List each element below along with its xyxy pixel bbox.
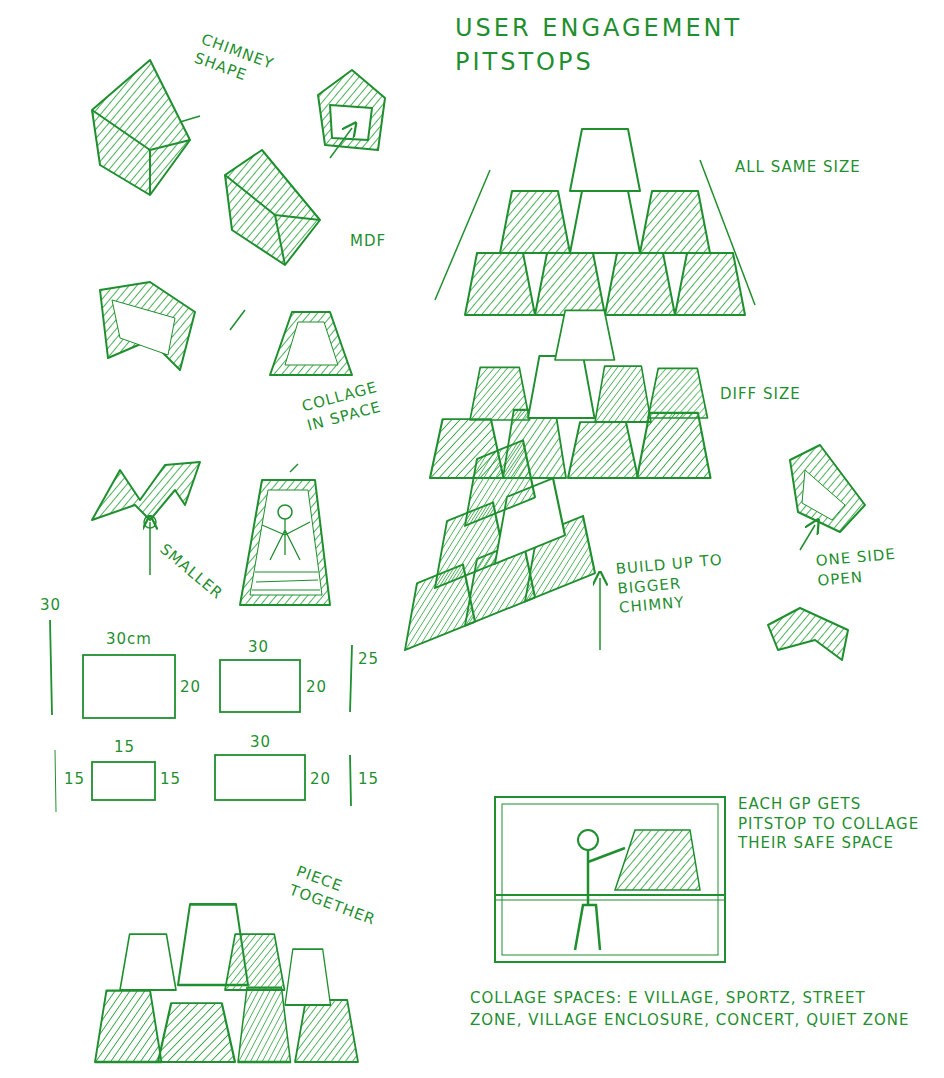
annotation-label: 15 (358, 770, 388, 790)
chimney-sketches (92, 60, 385, 605)
annotation-label: DIFF SIZE (720, 385, 840, 405)
annotation-label: PIECE TOGETHER (287, 862, 394, 933)
build-up-chimney (405, 411, 600, 650)
annotation-label: COLLAGE IN SPACE (300, 376, 392, 436)
annotation-label: MDF (350, 232, 410, 252)
pyramid-same-size (435, 129, 755, 315)
annotation-label: 20 (180, 678, 210, 698)
annotation-label: ONE SIDE OPEN (815, 544, 913, 591)
pyramid-diff-size (430, 310, 711, 478)
dimension-rectangles (50, 620, 352, 812)
annotation-label: 20 (310, 770, 340, 790)
annotation-label: SMALLER (155, 540, 236, 613)
annotation-label: BUILD UP TO BIGGER CHIMNY (615, 550, 730, 618)
annotation-label: 15 (160, 770, 190, 790)
annotation-label: ALL SAME SIZE (735, 158, 895, 178)
piece-together (95, 904, 358, 1062)
annotation-label: EACH GP GETS PITSTOP TO COLLAGE THEIR SA… (738, 795, 933, 854)
annotation-label: 30cm (106, 630, 166, 650)
sketch-title: USER ENGAGEMENT PITSTOPS (455, 12, 775, 79)
annotation-label: 30 (248, 638, 278, 658)
annotation-label: 30 (250, 733, 280, 753)
annotation-label: CHIMNEY SHAPE (192, 30, 309, 104)
annotation-label: 30 (40, 596, 70, 616)
annotation-label: 15 (64, 770, 94, 790)
annotation-label: 20 (306, 678, 336, 698)
sketch-caption: COLLAGE SPACES: E VILLAGE, SPORTZ, STREE… (470, 988, 920, 1032)
annotation-label: 15 (114, 738, 144, 758)
annotation-label: 25 (358, 650, 388, 670)
storyboard-frame (495, 797, 725, 962)
